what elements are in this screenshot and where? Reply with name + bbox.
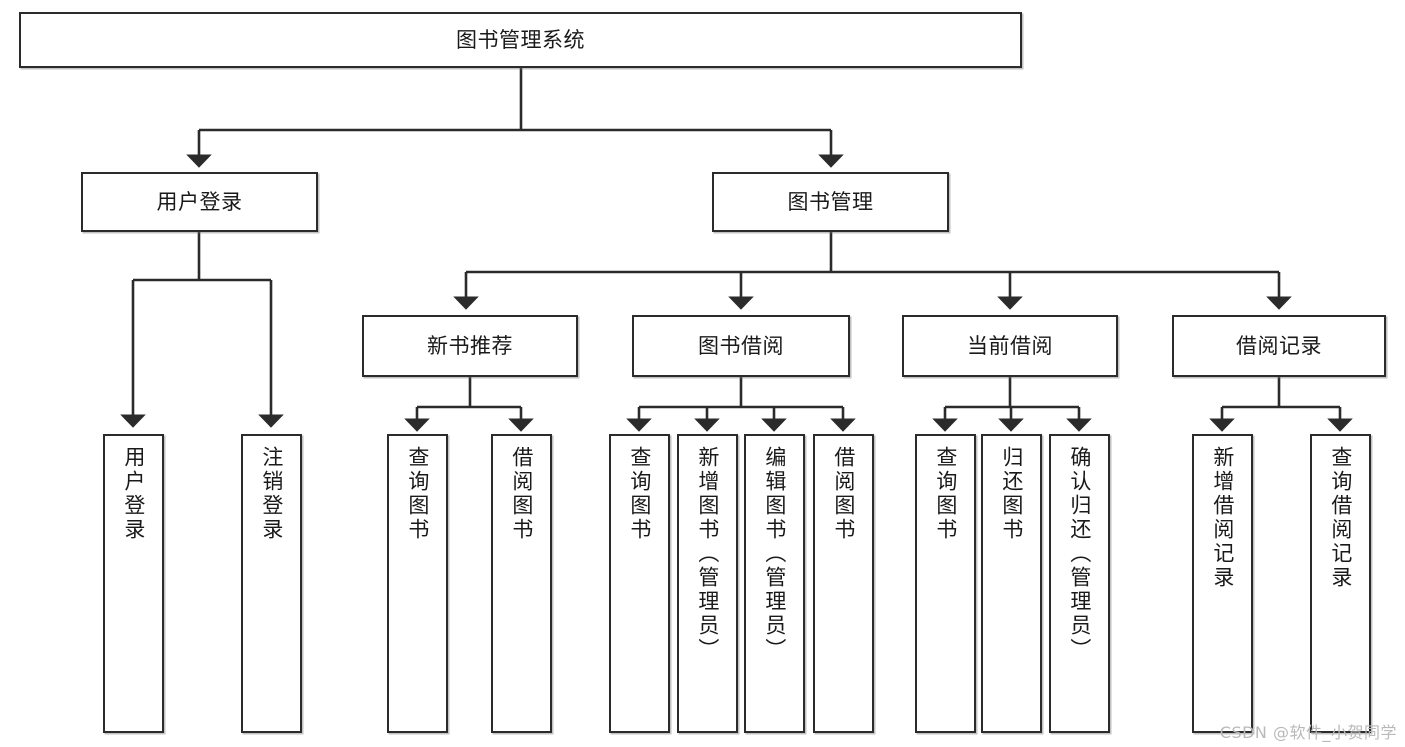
- node-leaf-logout[interactable]: 注销登录: [241, 434, 302, 733]
- node-leaf-add-book-label: 新增图书（管理员）: [695, 446, 720, 662]
- node-leaf-confirm-return[interactable]: 确认归还（管理员）: [1049, 434, 1110, 733]
- node-leaf-edit-book[interactable]: 编辑图书（管理员）: [744, 434, 805, 733]
- node-leaf-query-book-3[interactable]: 查询图书: [915, 434, 976, 733]
- node-leaf-confirm-return-label: 确认归还（管理员）: [1067, 446, 1092, 662]
- node-book-mgmt[interactable]: 图书管理: [712, 172, 949, 232]
- node-root-label: 图书管理系统: [456, 27, 585, 52]
- node-leaf-add-book[interactable]: 新增图书（管理员）: [677, 434, 738, 733]
- node-leaf-query-book-2-label: 查询图书: [627, 446, 652, 542]
- node-leaf-query-book-3-label: 查询图书: [933, 446, 958, 542]
- node-leaf-user-login[interactable]: 用户登录: [103, 434, 164, 733]
- node-root[interactable]: 图书管理系统: [19, 12, 1022, 68]
- node-new-book-rec[interactable]: 新书推荐: [362, 315, 578, 377]
- node-leaf-add-record[interactable]: 新增借阅记录: [1192, 434, 1253, 733]
- node-current-borrow-label: 当前借阅: [967, 333, 1053, 358]
- node-leaf-query-book-2[interactable]: 查询图书: [609, 434, 670, 733]
- node-new-book-rec-label: 新书推荐: [427, 333, 513, 358]
- node-book-borrow[interactable]: 图书借阅: [632, 315, 850, 377]
- node-borrow-record[interactable]: 借阅记录: [1172, 315, 1386, 377]
- node-borrow-record-label: 借阅记录: [1236, 333, 1322, 358]
- node-user-login-label: 用户登录: [156, 189, 243, 214]
- node-leaf-borrow-book-1[interactable]: 借阅图书: [491, 434, 552, 733]
- node-leaf-logout-label: 注销登录: [259, 446, 284, 542]
- node-leaf-query-book-1-label: 查询图书: [405, 446, 430, 542]
- node-leaf-query-book-1[interactable]: 查询图书: [387, 434, 448, 733]
- node-leaf-borrow-book-2[interactable]: 借阅图书: [813, 434, 874, 733]
- node-leaf-edit-book-label: 编辑图书（管理员）: [762, 446, 787, 662]
- node-leaf-borrow-book-2-label: 借阅图书: [831, 446, 856, 542]
- node-leaf-query-record-label: 查询借阅记录: [1328, 446, 1353, 590]
- node-leaf-borrow-book-1-label: 借阅图书: [509, 446, 534, 542]
- node-leaf-query-record[interactable]: 查询借阅记录: [1310, 434, 1371, 733]
- node-current-borrow[interactable]: 当前借阅: [902, 315, 1118, 377]
- node-leaf-add-record-label: 新增借阅记录: [1210, 446, 1235, 590]
- node-book-borrow-label: 图书借阅: [698, 333, 784, 358]
- node-leaf-user-login-label: 用户登录: [121, 446, 146, 542]
- node-leaf-return-book[interactable]: 归还图书: [981, 434, 1042, 733]
- watermark-text: CSDN @软件_小贺同学: [1219, 723, 1397, 742]
- node-leaf-return-book-label: 归还图书: [999, 446, 1024, 542]
- node-book-mgmt-label: 图书管理: [787, 189, 874, 214]
- node-user-login[interactable]: 用户登录: [81, 172, 318, 232]
